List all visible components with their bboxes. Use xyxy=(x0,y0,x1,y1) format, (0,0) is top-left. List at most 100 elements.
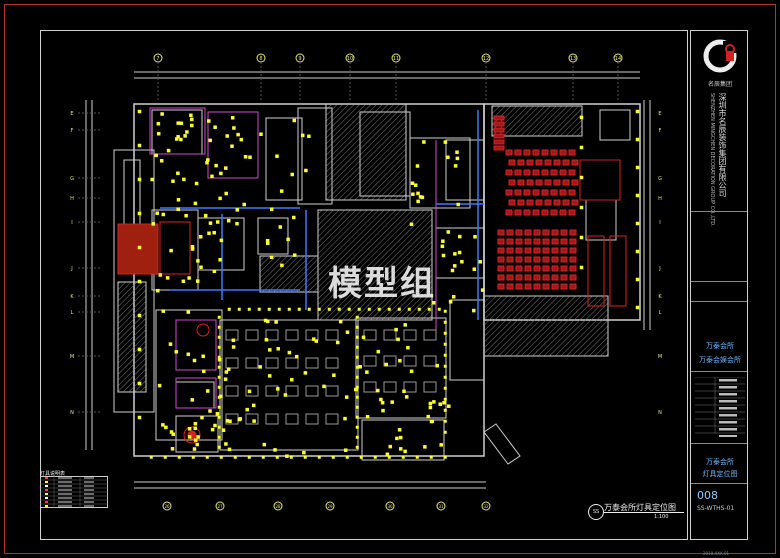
sofa xyxy=(579,159,621,201)
light-fixture xyxy=(201,354,205,359)
legend-text-line xyxy=(84,489,94,491)
table xyxy=(245,357,259,369)
light-fixture xyxy=(251,403,256,408)
seat xyxy=(506,256,514,263)
light-fixture xyxy=(292,253,297,257)
seat xyxy=(541,169,549,176)
table xyxy=(305,357,319,369)
table xyxy=(363,355,377,367)
light-fixture xyxy=(205,160,209,165)
legend-symbol xyxy=(45,493,48,495)
legend-symbol xyxy=(45,497,48,499)
sig-value xyxy=(719,400,737,403)
light-fixture xyxy=(243,155,248,159)
seat xyxy=(524,265,532,272)
light-fixture xyxy=(635,305,640,310)
seat xyxy=(526,159,534,166)
light-fixture xyxy=(247,389,252,394)
light-fixture xyxy=(401,455,405,459)
table xyxy=(403,329,417,341)
light-fixture xyxy=(287,350,292,355)
seat xyxy=(560,247,568,254)
light-fixture xyxy=(203,213,208,218)
room xyxy=(297,107,333,205)
room xyxy=(175,381,215,409)
seat xyxy=(571,159,579,166)
light-fixture xyxy=(579,175,584,180)
light-fixture xyxy=(407,307,411,311)
legend-symbol xyxy=(45,481,48,483)
seat xyxy=(571,199,579,206)
light-fixture xyxy=(344,395,349,399)
room-highlight xyxy=(149,107,206,155)
legend-symbol xyxy=(45,477,48,479)
seat xyxy=(515,238,523,245)
light-fixture xyxy=(453,164,458,168)
light-fixture xyxy=(359,455,363,459)
light-fixture xyxy=(404,395,409,399)
light-fixture xyxy=(443,331,447,335)
grid-bubble xyxy=(385,501,395,511)
light-fixture xyxy=(196,259,200,263)
seat xyxy=(560,229,568,236)
light-fixture xyxy=(409,222,414,227)
light-fixture xyxy=(297,307,301,311)
seat xyxy=(532,169,540,176)
light-fixture xyxy=(473,235,477,239)
light-fixture xyxy=(327,307,331,311)
table xyxy=(245,329,259,341)
light-fixture xyxy=(176,207,180,212)
sig-value xyxy=(719,421,737,424)
light-fixture xyxy=(455,156,460,161)
light-fixture xyxy=(183,134,187,138)
table xyxy=(285,329,299,341)
light-fixture xyxy=(190,123,194,128)
drawing-scale: 1:100 xyxy=(654,514,669,520)
light-fixture xyxy=(355,435,359,439)
light-fixture xyxy=(212,230,216,235)
light-fixture xyxy=(357,307,361,311)
light-fixture xyxy=(227,447,232,452)
light-fixture xyxy=(403,449,407,454)
light-fixture xyxy=(165,276,170,280)
red-wall xyxy=(159,221,191,275)
light-fixture xyxy=(457,250,462,255)
grid-bubble xyxy=(162,501,172,511)
light-fixture xyxy=(292,118,297,123)
table xyxy=(285,357,299,369)
legend-text-line xyxy=(58,505,72,507)
seat xyxy=(508,159,516,166)
light-fixture xyxy=(358,365,362,369)
light-fixture xyxy=(416,199,420,204)
table xyxy=(225,357,239,369)
light-fixture xyxy=(210,427,215,432)
grid-label: 10 xyxy=(347,56,353,62)
light-fixture xyxy=(456,202,460,207)
light-fixture xyxy=(311,337,316,341)
legend-text-line xyxy=(58,485,72,487)
drawing-date: 2010.XXX.01 xyxy=(703,551,730,556)
room xyxy=(257,217,289,255)
table xyxy=(245,385,259,397)
light-fixture xyxy=(182,177,186,182)
light-fixture xyxy=(202,369,206,374)
legend-symbol xyxy=(45,505,48,507)
light-fixture xyxy=(149,455,153,459)
light-fixture xyxy=(176,121,180,125)
table xyxy=(403,381,417,393)
light-fixture xyxy=(176,198,181,202)
room xyxy=(155,309,223,441)
light-fixture xyxy=(268,348,272,352)
light-fixture xyxy=(137,211,142,216)
light-fixture xyxy=(387,455,391,459)
light-fixture xyxy=(207,231,211,236)
light-fixture xyxy=(224,166,228,170)
light-fixture xyxy=(217,325,221,329)
legend-symbol xyxy=(45,501,48,503)
light-fixture xyxy=(398,435,403,440)
seat xyxy=(526,199,534,206)
light-fixture xyxy=(446,230,451,234)
light-fixture xyxy=(345,330,350,334)
room-highlight xyxy=(207,111,259,179)
seat xyxy=(551,256,559,263)
